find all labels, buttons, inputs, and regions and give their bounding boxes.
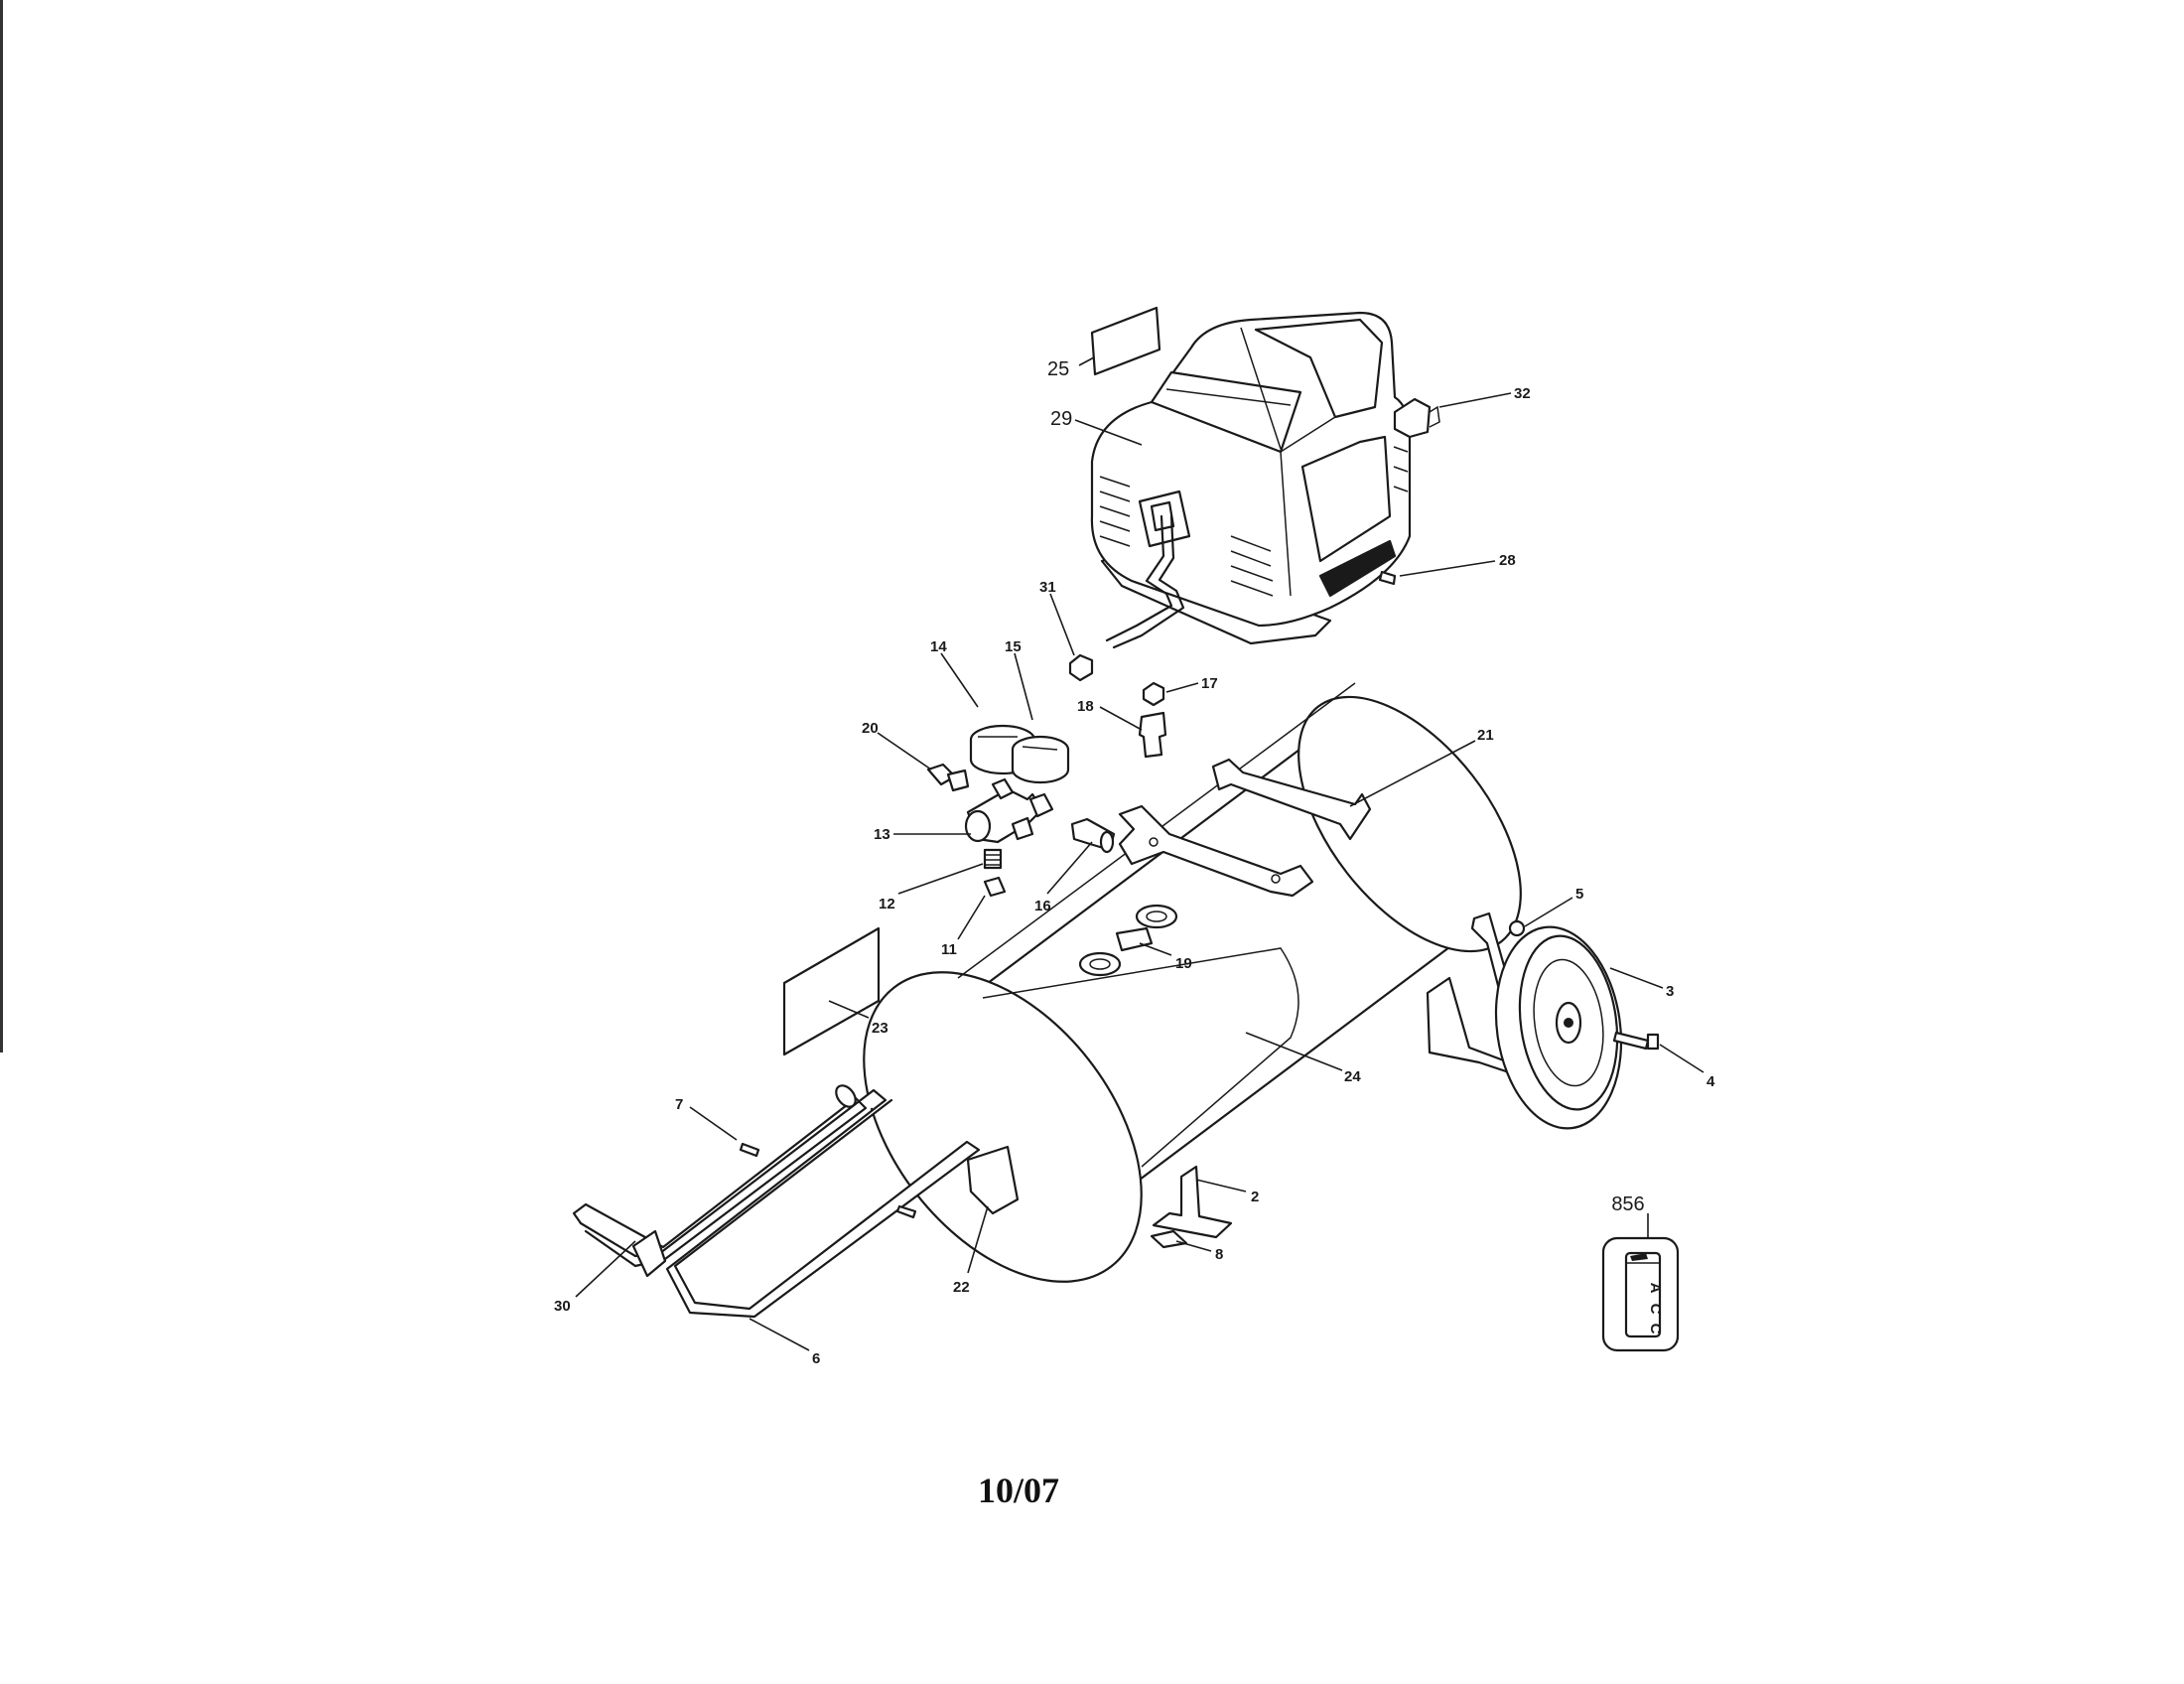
tank-screw [895, 1204, 917, 1219]
gauge-15 [1011, 735, 1070, 784]
nut-17 [1142, 681, 1165, 707]
lower-bracket [1118, 804, 1314, 898]
handle [572, 1084, 981, 1319]
wheel-bracket [1426, 912, 1516, 1074]
callout-16: 16 [1034, 898, 1051, 914]
callout-7: 7 [675, 1096, 683, 1113]
decal-23 [782, 926, 881, 1056]
fitting-18 [1138, 711, 1167, 759]
callout-6: 6 [812, 1350, 820, 1367]
inset-tag-letter-1: A [1647, 1283, 1664, 1294]
upper-bracket [1211, 758, 1372, 841]
callout-20: 20 [862, 720, 879, 737]
axle-bolt [1612, 1031, 1660, 1051]
tank-foot [1150, 1165, 1233, 1249]
inset-tag-letter-2: C [1647, 1304, 1664, 1315]
callout-numbers: 25 29 32 28 31 14 15 17 18 20 21 13 12 1… [554, 358, 1715, 1367]
inset-tag [1601, 1213, 1680, 1352]
inset-tag-letter-3: C [1647, 1324, 1664, 1334]
callout-29: 29 [1050, 408, 1072, 430]
check-valve [983, 848, 1003, 870]
manifold [964, 777, 1054, 844]
callout-25: 25 [1047, 358, 1069, 380]
callout-12: 12 [879, 896, 895, 912]
left-edge-mark [0, 0, 3, 1052]
callout-8: 8 [1215, 1246, 1223, 1263]
callout-13: 13 [874, 826, 890, 843]
quick-coupler [1070, 817, 1116, 854]
cord-connector [1393, 397, 1440, 439]
inset-code: 856 [1611, 1193, 1644, 1215]
callout-19: 19 [1175, 955, 1192, 972]
callout-31: 31 [1039, 579, 1056, 596]
fitting-11 [983, 876, 1007, 898]
callout-28: 28 [1499, 552, 1516, 569]
callout-3: 3 [1666, 983, 1674, 1000]
nut-31 [1068, 653, 1094, 682]
callout-23: 23 [872, 1020, 888, 1037]
pump-shroud [1090, 311, 1412, 649]
callout-4: 4 [1706, 1073, 1715, 1090]
air-tank [863, 682, 1522, 1283]
callout-21: 21 [1477, 727, 1494, 744]
callout-17: 17 [1201, 675, 1218, 692]
callout-24: 24 [1344, 1068, 1361, 1085]
revision-date: 10/07 [978, 1471, 1060, 1510]
axle-nut [1508, 919, 1526, 937]
decal-25 [1090, 306, 1161, 376]
handle-pin [739, 1142, 760, 1158]
callout-18: 18 [1077, 698, 1094, 715]
callout-11: 11 [941, 941, 957, 958]
callout-5: 5 [1575, 886, 1583, 903]
callout-15: 15 [1005, 638, 1022, 655]
callout-14: 14 [930, 638, 947, 655]
shroud-screw [1378, 570, 1397, 586]
callout-2: 2 [1251, 1189, 1259, 1205]
leader-lines [575, 356, 1705, 1351]
safety-valve [926, 763, 970, 792]
callout-30: 30 [554, 1298, 571, 1315]
wheel [1494, 925, 1623, 1130]
callout-32: 32 [1514, 385, 1531, 402]
callout-22: 22 [953, 1279, 970, 1296]
